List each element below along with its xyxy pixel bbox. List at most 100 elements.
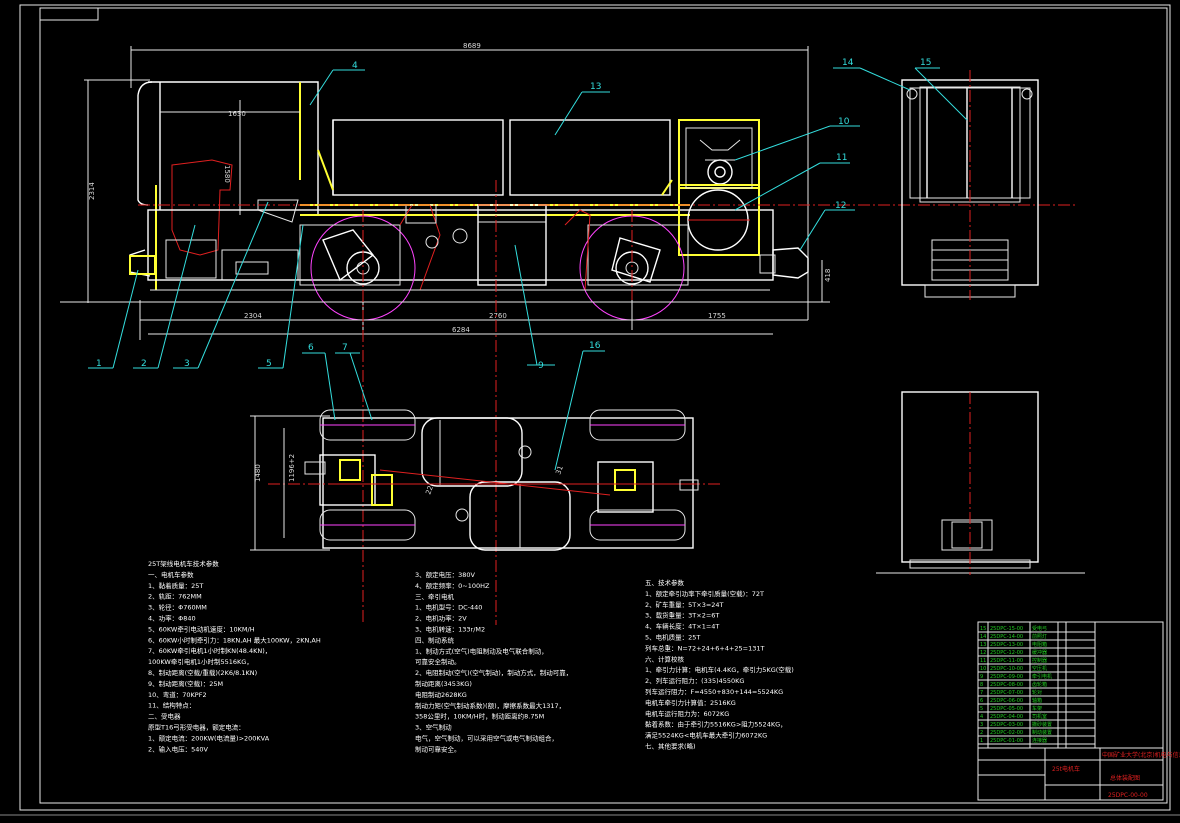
- note-line: 一、电机车参数: [148, 570, 194, 579]
- note-line: 3、额定电压：380V: [415, 570, 476, 579]
- note-line: 5、60KW牵引电动机速度：10KM/H: [148, 624, 255, 633]
- part-number-14: 14: [842, 58, 854, 68]
- title-block: 25t电机车 中国矿业大学(北京)机电与信息工程学院 总体装配图 25DPC-0…: [977, 621, 1180, 801]
- outer-border: [19, 4, 1171, 811]
- note-line: 黏着系数：由于牵引力5516KG>阻力5524KG，: [645, 720, 787, 729]
- table-cell: 25DPC-13-00: [990, 642, 1023, 648]
- part-number-6: 6: [308, 343, 314, 353]
- note-line: 7、60KW牵引电机1小时制KN(48.4KN)，: [148, 646, 271, 655]
- note-line: 1、电机型号：DC-440: [415, 603, 482, 612]
- notes-column-3: 五、技术参数 1、额定牵引功率下牵引质量(空载)：72T 2、矿车重量：5T×3=2…: [645, 578, 794, 751]
- table-cell: 制动装置: [1032, 729, 1052, 736]
- note-line: 25T架线电机车技术参数: [148, 559, 219, 568]
- dim-total-height: 2314: [88, 182, 96, 200]
- part-number-4: 4: [352, 61, 358, 71]
- table-cell: 25DPC-10-00: [990, 666, 1023, 672]
- table-cell: 司机室: [1032, 713, 1047, 720]
- end-view-rear: [876, 391, 1085, 575]
- note-line: 五、技术参数: [645, 578, 685, 587]
- note-line: 358公里时，10KM/H时，制动距离约8.75M: [415, 712, 544, 721]
- table-cell: 5: [980, 706, 983, 712]
- table-cell: 3: [980, 722, 983, 728]
- dim-front-overhang: 2304: [244, 312, 262, 320]
- notes-column-2: 3、额定电压：380V4、额定频率：0~100HZ三、牵引电机1、电机型号：DC…: [415, 570, 572, 753]
- note-line: 2、电机功率：2V: [415, 614, 467, 623]
- note-line: 满足5524KG<电机车最大牵引力6072KG: [645, 731, 767, 740]
- side-elevation-view: 8689 2314 1630 1580: [60, 42, 1078, 625]
- note-line: 3、轮径：Φ760MM: [148, 603, 207, 612]
- part-number-3: 3: [184, 359, 190, 369]
- table-cell: 缓冲器: [1032, 649, 1047, 656]
- note-line: 二、受电器: [148, 712, 181, 721]
- note-line: 1、额定牵引功率下牵引质量(空载)：72T: [645, 589, 764, 598]
- note-line: 2、矿车重量：5T×3=24T: [645, 600, 724, 609]
- title-drawing-number: 25DPC-00-00: [1108, 792, 1148, 799]
- table-cell: 前照灯: [1032, 633, 1047, 640]
- table-cell: 25DPC-11-00: [990, 658, 1023, 664]
- note-line: 2、列车运行阻力：(335)4550KG: [645, 676, 744, 685]
- table-cell: 25DPC-01-00: [990, 738, 1023, 744]
- note-line: 11、结构特点：: [148, 701, 195, 710]
- table-cell: 25DPC-14-00: [990, 634, 1023, 640]
- note-line: 电机车牵引力计算值：2516KG: [645, 698, 736, 707]
- note-line: 电机车运行阻力为：6072KG: [645, 709, 729, 718]
- note-line: 2、电阻制动(空气)(空气制动)，制动方式，制动可靠，: [415, 668, 572, 677]
- note-line: 4、车辆长度：4T×1=4T: [645, 622, 719, 631]
- dim-31: 31: [554, 465, 565, 476]
- end-view-front: [901, 70, 1039, 300]
- dim-frame-length: 6284: [452, 326, 470, 334]
- table-cell: 车架: [1032, 705, 1042, 712]
- table-cell: 4: [980, 714, 983, 720]
- title-drawing-title: 25t电机车: [1052, 765, 1080, 773]
- note-line: 三、牵引电机: [415, 592, 455, 601]
- note-line: 8、制动距离(空载/重载)(2K6/8.1KN): [148, 668, 257, 677]
- table-cell: 25DPC-07-00: [990, 690, 1023, 696]
- table-cell: 齿轮箱: [1032, 681, 1047, 688]
- table-cell: 牵引电机: [1032, 673, 1052, 680]
- table-cell: 25DPC-06-00: [990, 698, 1023, 704]
- note-line: 制动距离(3453KG): [415, 679, 472, 688]
- table-cell: 7: [980, 690, 983, 696]
- table-cell: 25DPC-08-00: [990, 682, 1023, 688]
- table-cell: 空压机: [1032, 665, 1047, 672]
- dim-wheelbase: 2760: [489, 312, 507, 320]
- table-cell: 25DPC-02-00: [990, 730, 1023, 736]
- part-number-5: 5: [266, 359, 272, 369]
- table-cell: 25DPC-12-00: [990, 650, 1023, 656]
- part-number-10: 10: [838, 117, 850, 127]
- part-number-labels: 1 2 3 4 5 6 7 9 10 11 12 13 14 15 16: [96, 58, 931, 371]
- dim-plan-width: 1480: [254, 464, 262, 482]
- part-number-13: 13: [590, 82, 601, 92]
- title-company: 中国矿业大学(北京)机电与信息工程学院: [1102, 751, 1180, 759]
- dim-rear-overhang: 1755: [708, 312, 726, 320]
- dim-22: 22: [424, 485, 435, 496]
- table-cell: 9: [980, 674, 983, 680]
- table-cell: 电阻箱: [1032, 641, 1047, 648]
- table-cell: 轴箱: [1032, 697, 1042, 704]
- table-cell: 25DPC-15-00: [990, 626, 1023, 632]
- table-cell: 连接器: [1032, 737, 1047, 744]
- note-line: 六、计算校核: [645, 654, 685, 663]
- note-line: 100KW牵引电机1小时制5516KG，: [148, 657, 253, 666]
- note-line: 2、轨距：762MM: [148, 592, 202, 601]
- note-line: 1、制动方式(空气)电阻制动及电气联合制动，: [415, 646, 548, 655]
- table-cell: 15: [980, 626, 986, 632]
- note-line: 四、制动系统: [415, 635, 455, 644]
- note-line: 列车运行阻力：F=4550+830+144=5524KG: [645, 687, 783, 696]
- dim-plan-inner-width: 1196+2: [288, 454, 296, 482]
- table-cell: 25DPC-04-00: [990, 714, 1023, 720]
- part-number-7: 7: [342, 343, 348, 353]
- part-number-15: 15: [920, 58, 931, 68]
- table-cell: 25DPC-05-00: [990, 706, 1023, 712]
- table-cell: 11: [980, 658, 986, 664]
- dim-overall-length: 8689: [463, 42, 481, 50]
- table-cell: 8: [980, 682, 983, 688]
- note-line: 10、弯道：70KPF2: [148, 690, 207, 699]
- title-drawing-name: 总体装配图: [1110, 774, 1140, 782]
- table-cell: 轮对: [1032, 689, 1042, 696]
- note-line: 1、黏着质量：25T: [148, 581, 203, 590]
- table-cell: 撒砂装置: [1032, 721, 1052, 728]
- table-cell: 25DPC-03-00: [990, 722, 1023, 728]
